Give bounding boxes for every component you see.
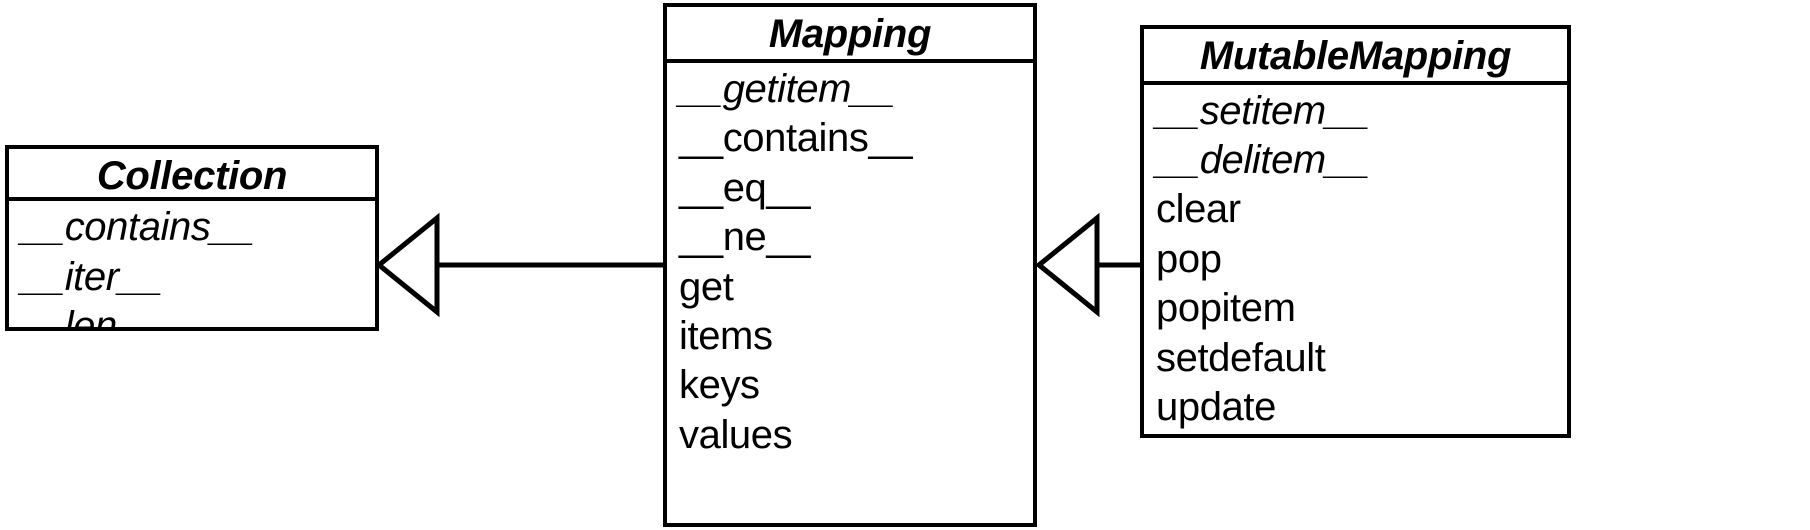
uml-member: __iter__ <box>21 254 163 299</box>
hollow-triangle-arrowhead-icon <box>375 212 440 318</box>
uml-class-collection[interactable]: Collection __contains__ __iter__ __len__ <box>5 145 379 331</box>
uml-member: popitem <box>1156 286 1296 331</box>
uml-member: clear <box>1156 187 1241 232</box>
uml-member: __ne__ <box>679 215 811 260</box>
uml-class-name-collection: Collection <box>9 149 375 202</box>
generalization-mapping-to-collection <box>375 212 663 318</box>
generalization-mutablemapping-to-mapping <box>1035 212 1140 318</box>
hollow-triangle-arrowhead-icon <box>1035 212 1100 318</box>
uml-members-mutablemapping: __setitem__ __delitem__ clear pop popite… <box>1144 85 1567 434</box>
uml-members-collection: __contains__ __iter__ __len__ <box>9 201 375 327</box>
uml-member: get <box>679 264 734 309</box>
uml-member: setdefault <box>1156 335 1326 380</box>
uml-members-mapping: __getitem__ __contains__ __eq__ __ne__ g… <box>667 63 1033 523</box>
uml-class-name-mapping: Mapping <box>667 7 1033 63</box>
uml-class-name-mutablemapping: MutableMapping <box>1144 29 1567 85</box>
uml-member: update <box>1156 385 1276 430</box>
uml-member: values <box>679 412 793 457</box>
uml-class-mutablemapping[interactable]: MutableMapping __setitem__ __delitem__ c… <box>1140 25 1571 438</box>
uml-member: __delitem__ <box>1156 138 1370 183</box>
uml-member: __len__ <box>21 304 161 327</box>
uml-member: pop <box>1156 236 1222 281</box>
uml-member: items <box>679 313 773 358</box>
uml-member: __contains__ <box>21 205 255 250</box>
uml-class-mapping[interactable]: Mapping __getitem__ __contains__ __eq__ … <box>663 3 1037 527</box>
uml-member: __setitem__ <box>1156 88 1370 133</box>
uml-member: keys <box>679 363 760 408</box>
uml-member: __eq__ <box>679 165 811 210</box>
uml-member: __contains__ <box>679 116 913 161</box>
uml-member: __getitem__ <box>679 67 895 111</box>
